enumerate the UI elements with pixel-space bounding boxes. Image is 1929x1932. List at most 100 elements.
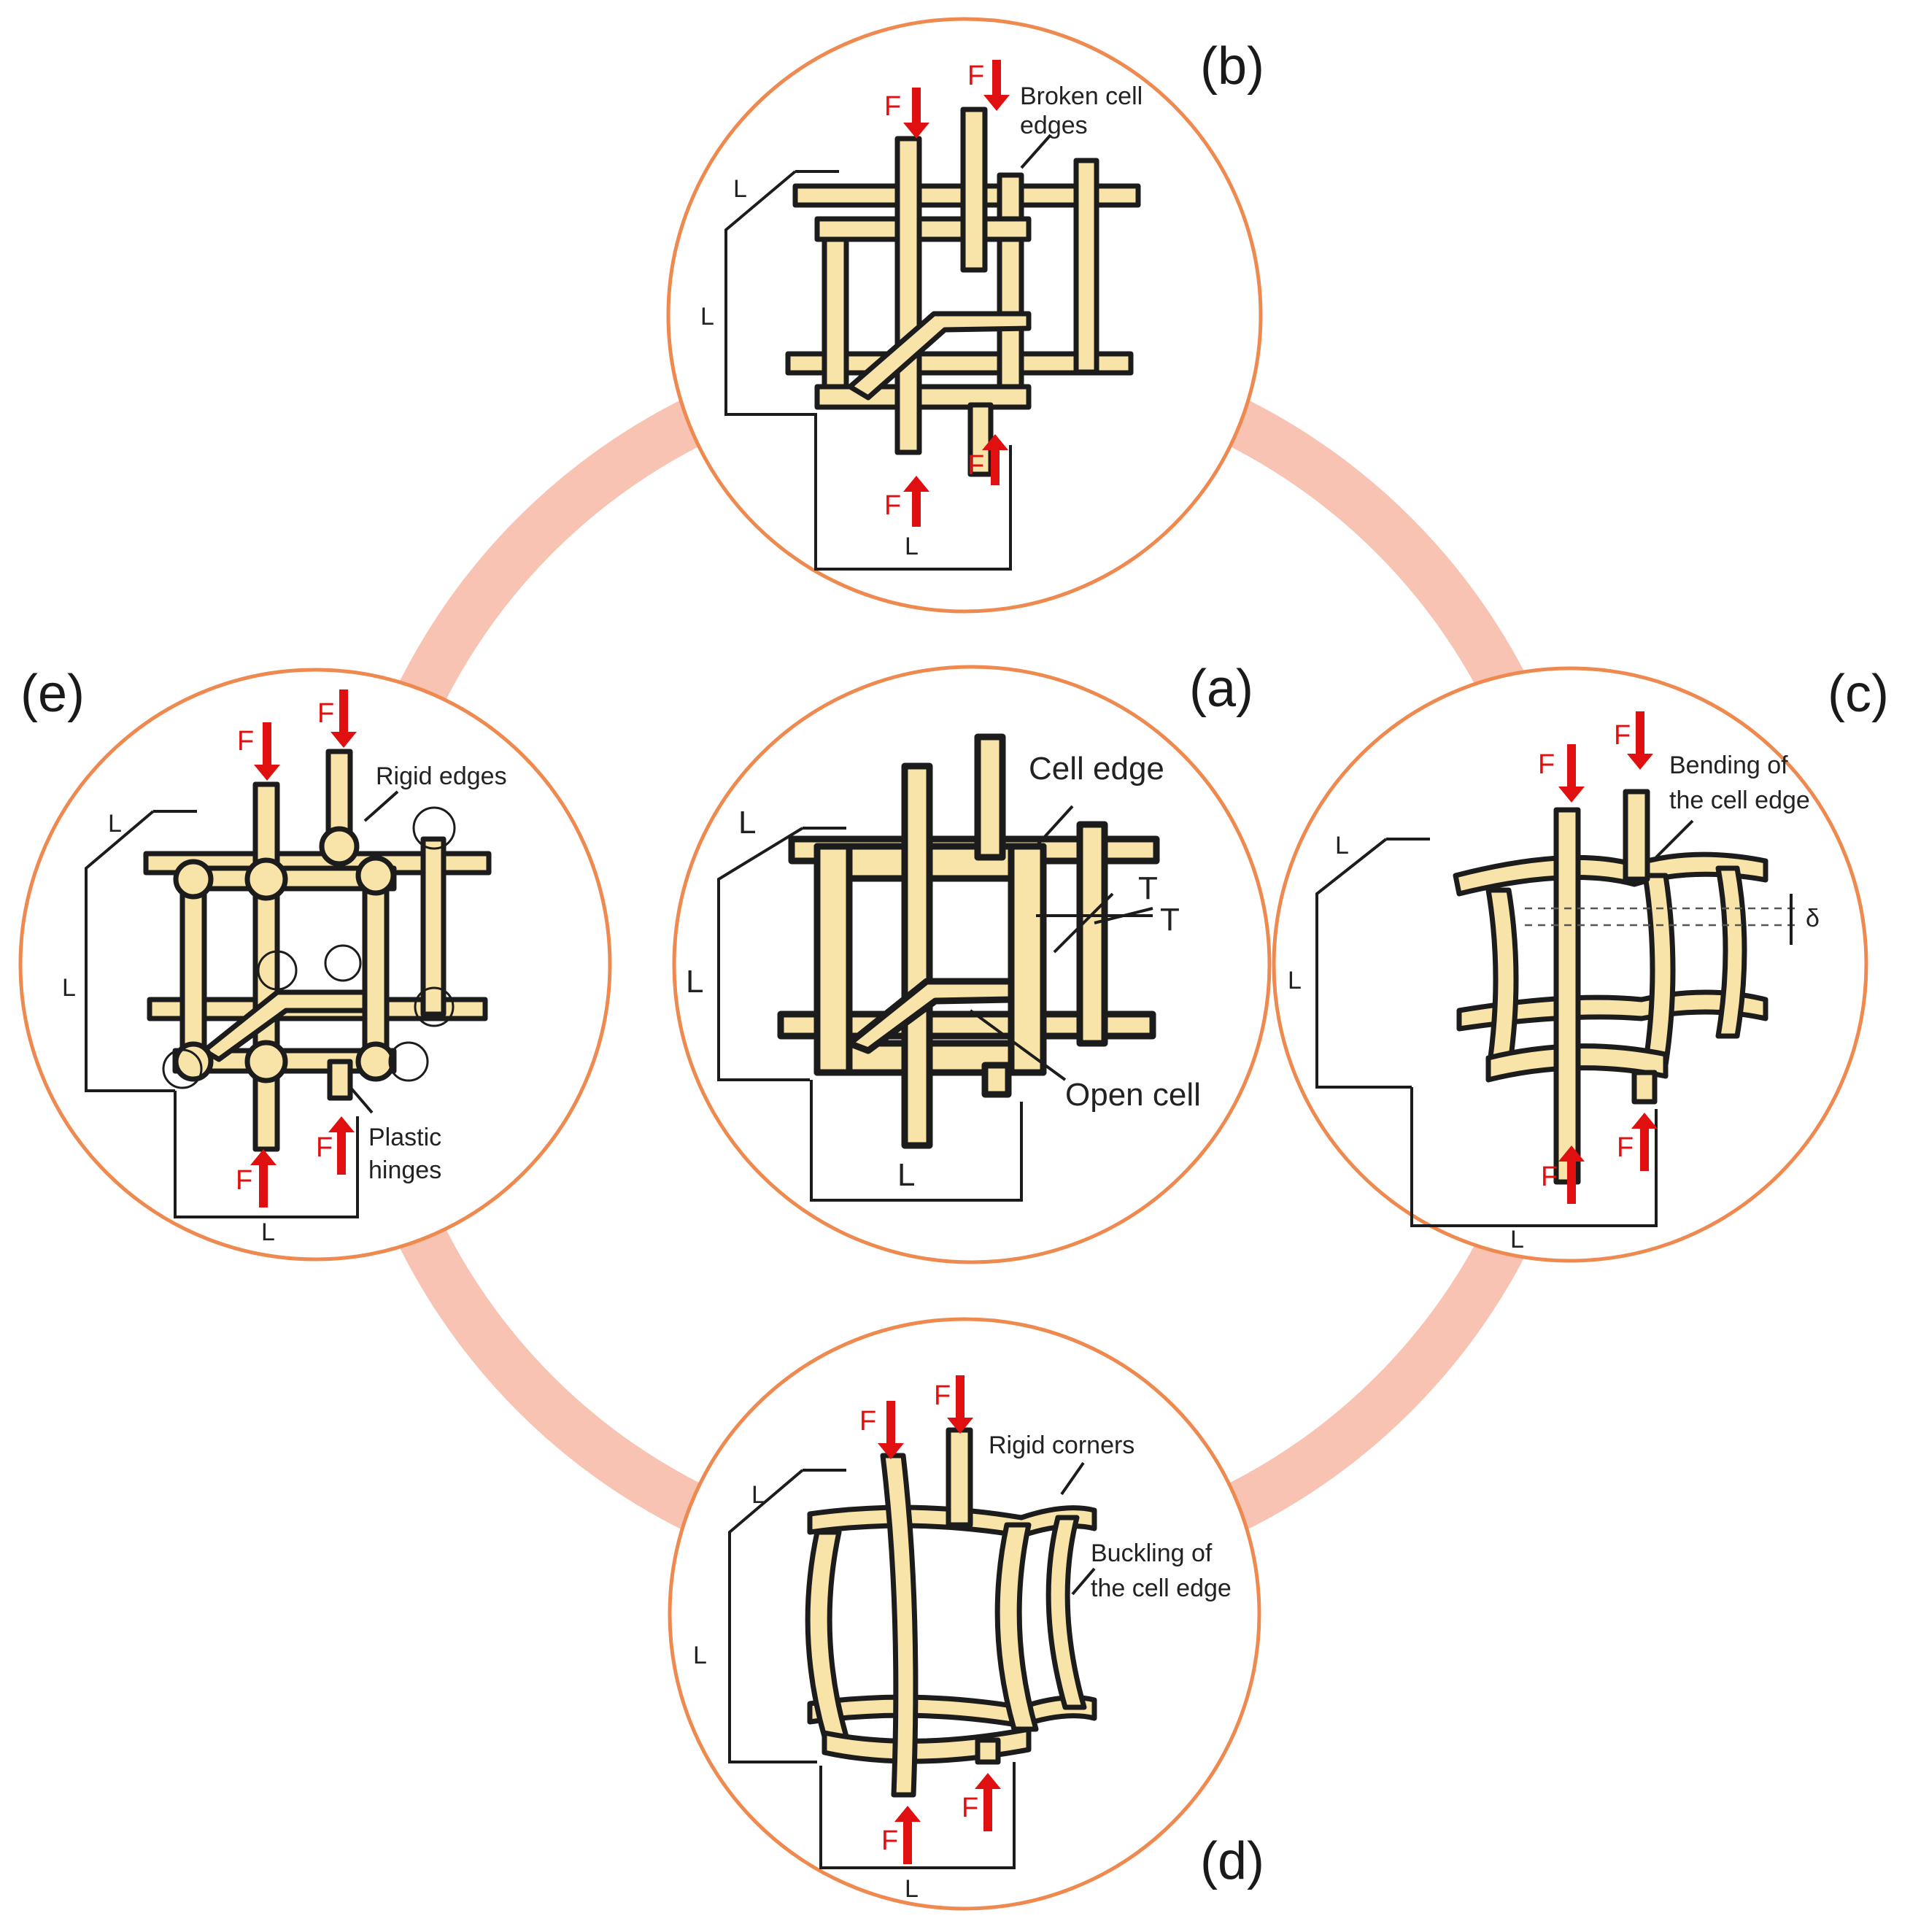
panel-e: L L L xyxy=(18,665,612,1261)
c-force-arrow-top-left xyxy=(1558,744,1585,803)
panel-b-height-label: L xyxy=(700,303,714,331)
d-force-arrow-top-left xyxy=(878,1401,904,1459)
panel-a-width-label: L xyxy=(897,1157,915,1193)
b-post-right-upper xyxy=(960,107,988,273)
b-annotation-line1: Broken cell xyxy=(1020,82,1143,110)
e-hinge-marker xyxy=(324,944,362,982)
b-force-arrow-bottom-left xyxy=(903,476,929,527)
e-hinge-marker xyxy=(162,1048,203,1089)
panel-c-cell xyxy=(1453,789,1768,1185)
c-annotation-line1: Bending of xyxy=(1669,751,1788,779)
panel-b-depth-label: L xyxy=(733,175,747,203)
b-strut-back-right xyxy=(1073,158,1099,375)
e-post-left xyxy=(252,781,280,1152)
b-force-arrow-top-right xyxy=(983,60,1010,111)
b-force-top-right-label: F xyxy=(967,61,984,91)
c-force-bottom-right-label: F xyxy=(1617,1132,1634,1163)
a-post-right-upper xyxy=(974,733,1006,861)
e-force-top-right-label: F xyxy=(317,698,334,729)
panel-b-width-label: L xyxy=(905,533,919,560)
panel-e-label: (e) xyxy=(20,665,85,723)
d-strut-front-right-buckled xyxy=(994,1522,1039,1732)
a-strut-diagonal xyxy=(846,978,1015,1054)
e-force-arrow-top-left xyxy=(254,722,280,781)
d-strut-back-right-buckled xyxy=(1045,1515,1087,1710)
e-force-bottom-left-label: F xyxy=(236,1165,252,1196)
a-strut-back-right xyxy=(1076,821,1108,1047)
d-force-top-right-label: F xyxy=(934,1380,951,1411)
e-hinge-joint xyxy=(244,857,288,901)
d-force-arrow-top-right xyxy=(947,1375,973,1434)
panel-d-height-label: L xyxy=(693,1642,707,1669)
panel-a-circle xyxy=(672,665,1272,1264)
d-post-right-upper xyxy=(946,1427,973,1528)
c-annotation-deflection: δ xyxy=(1806,905,1820,932)
panel-a-label: (a) xyxy=(1189,660,1253,718)
a-strut-front-left xyxy=(813,843,853,1076)
panel-b-dimensions: L L L xyxy=(700,170,1012,571)
b-strut-left xyxy=(822,216,849,404)
panel-d: L L L F F F F Rigid corners xyxy=(668,1317,1264,1911)
b-strut-right xyxy=(997,172,1024,404)
panel-d-annotations: Rigid corners Buckling of the cell edge xyxy=(989,1431,1232,1602)
panel-e-annotations: Rigid edges Plastic hinges xyxy=(349,762,507,1184)
c-force-arrow-top-right xyxy=(1627,711,1653,770)
panel-a-depth-label: L xyxy=(738,805,756,841)
panel-c-depth-label: L xyxy=(1335,832,1349,859)
e-hinge-marker xyxy=(257,950,298,991)
b-force-top-left-label: F xyxy=(884,91,901,122)
d-annotation-rigid-corners: Rigid corners xyxy=(989,1431,1134,1459)
b-force-arrow-top-left xyxy=(903,88,929,139)
a-annotation-thickness-1: T xyxy=(1138,870,1158,906)
panel-b-cell xyxy=(785,107,1141,477)
panel-e-depth-label: L xyxy=(108,810,122,838)
a-annotation-open-cell: Open cell xyxy=(1065,1077,1201,1113)
e-annotation-rigid-edges: Rigid edges xyxy=(376,762,507,790)
panel-c-height-label: L xyxy=(1288,967,1302,994)
panel-a-cell xyxy=(777,733,1160,1149)
panel-a-annotations: Cell edge T T Open cell xyxy=(969,751,1201,1113)
e-hinge-joint xyxy=(244,1040,288,1083)
b-strut-diagonal xyxy=(847,311,1032,401)
a-annotation-thickness-2: T xyxy=(1160,902,1180,938)
panel-b-annotation: Broken cell edges xyxy=(1020,82,1143,169)
panel-d-cell xyxy=(805,1427,1097,1798)
panel-c-width-label: L xyxy=(1510,1226,1524,1253)
d-force-bottom-right-label: F xyxy=(962,1793,978,1823)
c-force-arrow-bottom-left xyxy=(1558,1145,1585,1204)
panel-a-height-label: L xyxy=(686,964,703,1000)
b-annotation-line2: edges xyxy=(1020,112,1088,139)
e-hinge-marker xyxy=(412,806,456,850)
panel-c: L L L F F F F Bending of xyxy=(1272,665,1889,1263)
panel-e-dimensions: L L L xyxy=(62,810,359,1246)
panel-c-dimensions: L L L xyxy=(1288,832,1658,1253)
d-force-arrow-bottom-left xyxy=(894,1806,921,1864)
c-post-right-lower xyxy=(1631,1070,1658,1105)
panel-d-dimensions: L L L xyxy=(693,1469,1016,1903)
panel-d-width-label: L xyxy=(905,1875,919,1903)
panel-c-label: (c) xyxy=(1828,665,1889,723)
c-force-top-right-label: F xyxy=(1614,720,1631,751)
panel-e-forces: F F F F xyxy=(236,689,357,1208)
c-force-bottom-left-label: F xyxy=(1541,1162,1558,1192)
e-hinge-joint xyxy=(355,1041,396,1082)
panel-e-circle xyxy=(18,668,612,1261)
e-force-arrow-bottom-left xyxy=(250,1149,277,1208)
a-annotation-cell-edge: Cell edge xyxy=(1029,751,1164,787)
panel-b-label: (b) xyxy=(1200,37,1264,96)
panel-d-forces: F F F F xyxy=(859,1375,1001,1864)
e-strut-back-right xyxy=(420,836,447,1017)
b-strut-front-top xyxy=(814,216,1032,242)
b-force-arrow-bottom-right xyxy=(982,434,1008,485)
e-hinge-joint xyxy=(319,826,360,867)
e-annotation-line1: Plastic xyxy=(368,1124,441,1151)
a-post-left xyxy=(901,762,933,1149)
c-annotation-line2: the cell edge xyxy=(1669,787,1810,814)
e-strut-diagonal xyxy=(201,989,368,1062)
b-force-bottom-right-label: F xyxy=(967,450,984,481)
e-strut-front-right xyxy=(362,865,390,1068)
panel-c-annotation: Bending of the cell edge δ xyxy=(1525,751,1820,945)
panel-a-dimensions: L L L xyxy=(686,805,1023,1202)
a-post-right-lower xyxy=(981,1062,1012,1098)
